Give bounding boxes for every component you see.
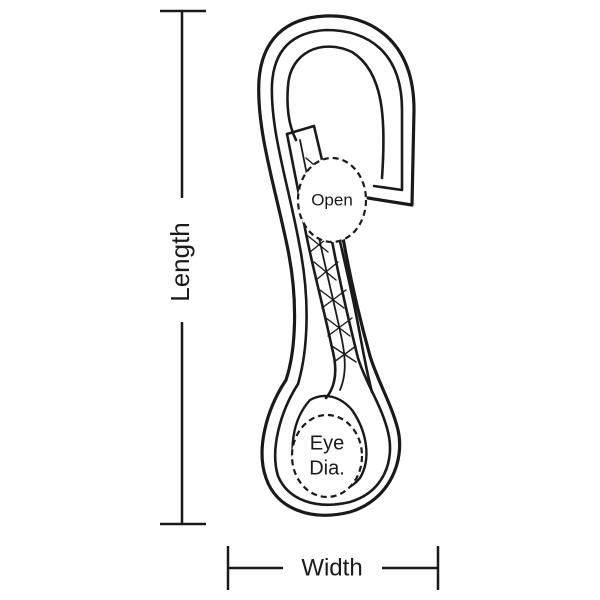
- width-label: Width: [301, 554, 362, 581]
- width-dimension: [226, 546, 440, 590]
- hook-inner-contour: [270, 28, 404, 506]
- hook-outer-contour: [257, 14, 416, 517]
- snap-hook-icon: [257, 14, 416, 517]
- length-label: Length: [165, 222, 195, 302]
- open-label: Open: [311, 190, 353, 209]
- gate-top-cap: [285, 124, 316, 136]
- gate-left-edge: [285, 132, 337, 400]
- eye-label-line2: Dia.: [309, 457, 345, 479]
- hook-top-inner-loop: [286, 45, 385, 180]
- eye-dia-callout-ellipse: [290, 413, 364, 499]
- eye-label-line1: Eye: [310, 432, 344, 454]
- length-dimension: [160, 9, 206, 526]
- open-callout-ellipse: [296, 156, 368, 244]
